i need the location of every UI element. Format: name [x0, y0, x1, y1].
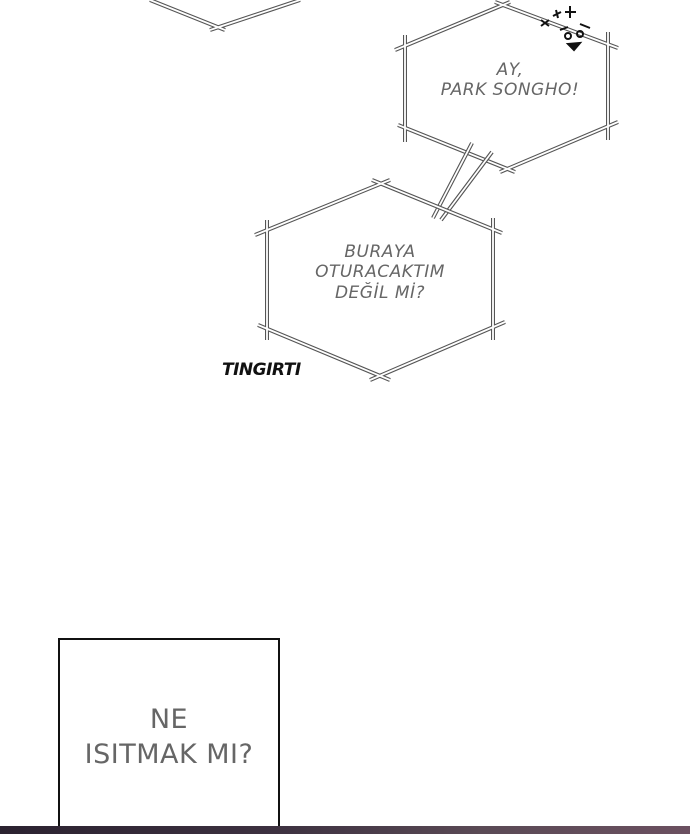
sound-effect-text: TINGIRTI [222, 360, 301, 380]
speech-line: AY, [496, 60, 524, 80]
speech-line: ISITMAK MI? [84, 739, 254, 771]
speech-line: DEĞİL Mİ? [334, 282, 426, 303]
bubble-frame-ay [394, 0, 619, 174]
partial-bubble-top-left [149, 0, 301, 32]
speech-line: PARK SONGHO! [440, 80, 580, 101]
narration-text: NE ISITMAK MI? [60, 702, 278, 772]
speech-text-buraya: BURAYA OTURACAKTIM DEĞİL Mİ? [290, 242, 470, 303]
speech-line: BURAYA [344, 242, 416, 262]
speech-line: NE [149, 704, 189, 735]
next-panel-edge [0, 826, 690, 834]
speech-text-ay: AY, PARK SONGHO! [420, 60, 600, 101]
narration-box: NE ISITMAK MI? [58, 638, 280, 834]
surprised-face-doodle [540, 6, 591, 52]
bubble-frame-buraya [254, 178, 506, 382]
speech-line: OTURACAKTIM [315, 262, 445, 283]
